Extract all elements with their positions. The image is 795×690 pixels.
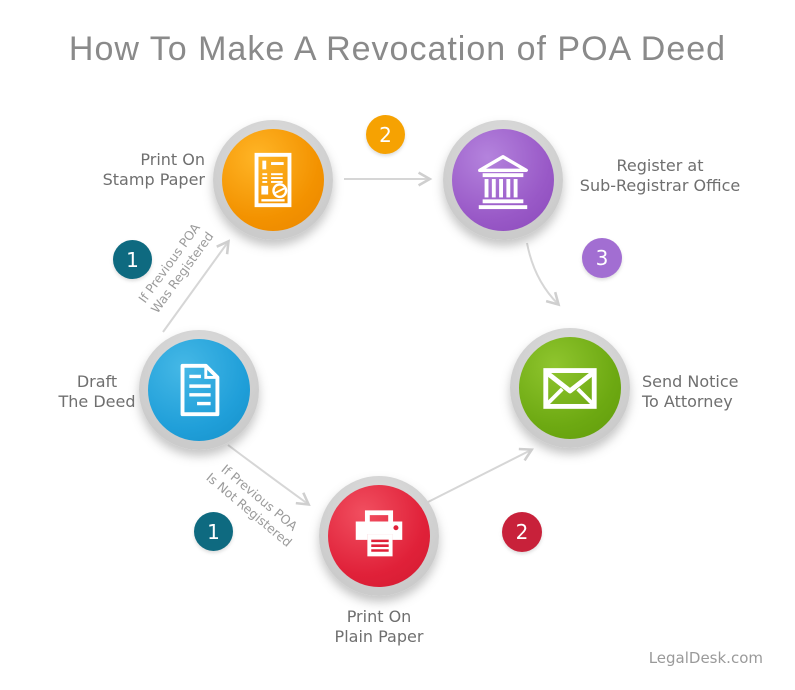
label-print-on-plain-paper: Print On Plain Paper	[334, 607, 424, 646]
label-register-at-sub-registrar-office: Register at Sub-Registrar Office	[579, 156, 741, 195]
arrow-plain-to-notice	[427, 447, 535, 503]
printer-icon	[328, 485, 430, 587]
envelope-icon	[519, 337, 621, 439]
document-icon	[148, 339, 250, 441]
arrow-draft-to-stamp	[162, 239, 230, 333]
stamp-paper-icon	[222, 129, 324, 231]
brand-watermark: LegalDesk.com	[648, 649, 763, 667]
bank-icon	[452, 129, 554, 231]
step-node-draft	[139, 330, 259, 450]
step-badge-1-not-registered: 1	[194, 512, 233, 551]
step-badge-2-not-registered: 2	[502, 512, 542, 552]
step-node-register	[443, 120, 563, 240]
step-node-plain-paper	[319, 476, 439, 596]
step-node-stamp-paper	[213, 120, 333, 240]
arrow-draft-to-plain	[227, 444, 311, 506]
label-print-on-stamp-paper: Print On Stamp Paper	[102, 150, 205, 189]
label-draft-the-deed: Draft The Deed	[58, 372, 136, 411]
step-badge-1-registered: 1	[113, 240, 152, 279]
step-node-send-notice	[510, 328, 630, 448]
step-badge-3-registered: 3	[582, 238, 622, 278]
label-send-notice-to-attorney: Send Notice To Attorney	[642, 372, 739, 411]
arrow-register-to-notice	[526, 242, 561, 307]
page-title: How To Make A Revocation of POA Deed	[68, 30, 727, 68]
step-badge-2-registered: 2	[366, 115, 405, 154]
